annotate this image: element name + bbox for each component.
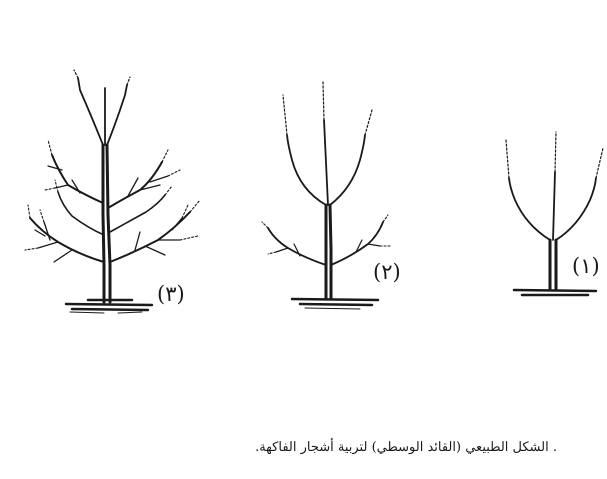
tree-3-leader-left bbox=[78, 78, 103, 145]
stage-3-label: (٣) bbox=[157, 284, 185, 305]
tree-2-leader-right bbox=[330, 135, 365, 205]
stage-1-label: (١) bbox=[572, 256, 600, 277]
tree-3-branch-upper-right bbox=[108, 162, 162, 208]
tree-3-trunk bbox=[103, 145, 104, 302]
tree-2-leader-left bbox=[287, 135, 326, 205]
tree-stage-2 bbox=[262, 82, 390, 309]
tree-2-branch-right bbox=[331, 222, 383, 265]
tree-stage-3 bbox=[25, 70, 200, 313]
tree-2-branch-left bbox=[268, 228, 326, 265]
tree-1-leader-right bbox=[556, 178, 596, 240]
tree-2-leader-center bbox=[324, 120, 328, 205]
stage-2-label: (٢) bbox=[373, 262, 401, 283]
tree-1-leader-center bbox=[553, 172, 555, 240]
tree-2-ground bbox=[292, 299, 378, 305]
figure-caption: . الشكل الطبيعي (القائد الوسطي) لتربية أ… bbox=[255, 440, 557, 455]
tree-3-branch-lower-right bbox=[110, 212, 190, 262]
tree-3-leader-right bbox=[107, 85, 127, 145]
tree-3-branch-lower-left bbox=[30, 218, 104, 262]
tree-1-ground bbox=[514, 290, 596, 295]
tree-1-leader-left bbox=[509, 178, 550, 240]
